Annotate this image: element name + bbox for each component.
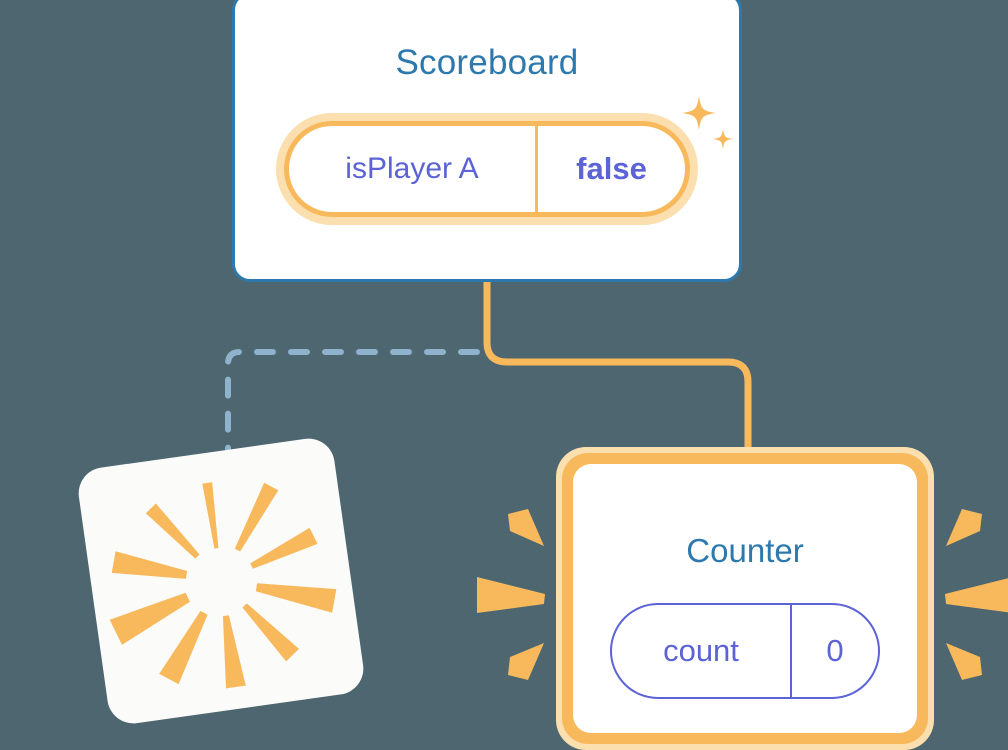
burst-rays-icon (109, 482, 337, 689)
scoreboard-pill-divider (535, 126, 538, 212)
counter-card[interactable]: Counter count 0 (556, 447, 934, 750)
scoreboard-pill-value: false (576, 151, 647, 186)
scoreboard-card[interactable]: Scoreboard isPlayer A false (232, 0, 742, 282)
counter-pill-key: count (663, 633, 739, 668)
scoreboard-title: Scoreboard (395, 43, 579, 82)
counter-card-body: Counter count 0 (573, 464, 917, 733)
connector-scoreboard-to-counter (483, 282, 752, 470)
counter-pill-divider (790, 605, 792, 697)
counter-state-pill[interactable]: count 0 (610, 603, 880, 699)
scoreboard-pill-key: isPlayer A (345, 152, 479, 185)
burst-card[interactable] (75, 435, 367, 727)
scoreboard-state-pill[interactable]: isPlayer A false (276, 113, 698, 225)
connector-scoreboard-to-burst-card (225, 349, 480, 481)
counter-pill-value: 0 (826, 633, 844, 668)
counter-title: Counter (686, 532, 804, 569)
